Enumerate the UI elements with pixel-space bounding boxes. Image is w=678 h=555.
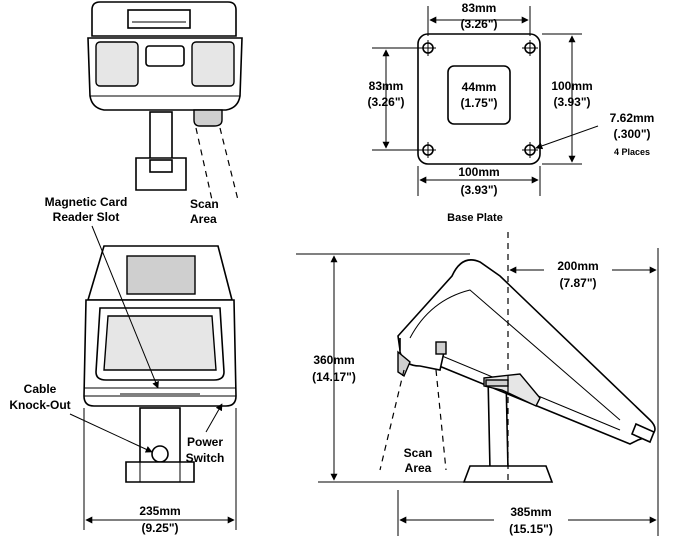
top-view-display [127, 9, 191, 29]
power-label-2: Switch [186, 451, 225, 465]
hole-size: 7.62mm [610, 111, 655, 125]
side-height-in: (14.17") [312, 370, 356, 384]
top-view: Scan Area [87, 1, 243, 226]
side-scan-label-2: Area [405, 461, 432, 475]
side-view-scanner [397, 350, 411, 378]
side-offset-in: (7.87") [559, 276, 596, 290]
hole-size-in: (.300") [613, 127, 650, 141]
mounting-hole [522, 40, 538, 56]
side-depth-in: (15.15") [509, 522, 553, 536]
base-plate-inner-square [447, 65, 511, 125]
base-plate-title: Base Plate [447, 212, 503, 224]
hole-count: 4 Places [614, 147, 650, 157]
plate-left-height: 83mm [369, 79, 404, 93]
mounting-hole [522, 142, 538, 158]
plate-right-height-in: (3.93") [553, 95, 590, 109]
top-view-foot [135, 157, 187, 191]
mounting-hole [420, 40, 436, 56]
plate-left-height-in: (3.26") [367, 95, 404, 109]
side-depth: 385mm [510, 505, 551, 519]
side-scan-label-1: Scan [404, 446, 433, 460]
side-height: 360mm [313, 353, 354, 367]
front-width-in: (9.25") [141, 521, 178, 535]
plate-inner-size-in: (1.75") [460, 96, 497, 110]
knockout-label-2: Knock-Out [9, 398, 70, 412]
card-reader-label-1: Magnetic Card [45, 195, 128, 209]
knockout-label-1: Cable [24, 382, 57, 396]
top-view-scanner [193, 109, 223, 127]
plate-inner-size: 44mm [462, 80, 497, 94]
side-view: Scan Area 360mm (14.17") 200mm (7.87") 3… [296, 232, 659, 539]
plate-top-width-in: (3.26") [460, 17, 497, 31]
base-plate: 83mm (3.26") 83mm (3.26") 44mm (1.75") 1… [367, 1, 654, 224]
top-scan-label-2: Area [190, 212, 217, 226]
front-width: 235mm [139, 504, 180, 518]
power-label-1: Power [187, 435, 223, 449]
top-scan-label-1: Scan [190, 197, 219, 211]
front-view-display [126, 255, 196, 295]
front-view: Magnetic Card Reader Slot Cable Knock-Ou… [9, 195, 237, 535]
side-offset: 200mm [557, 259, 598, 273]
plate-bottom-width: 100mm [458, 165, 499, 179]
plate-bottom-width-in: (3.93") [460, 183, 497, 197]
plate-top-width: 83mm [462, 1, 497, 15]
mounting-hole [420, 142, 436, 158]
front-view-foot [125, 461, 195, 483]
front-view-screen [103, 315, 217, 371]
cable-knockout [151, 445, 169, 463]
card-reader-label-2: Reader Slot [53, 210, 120, 224]
plate-right-height: 100mm [551, 79, 592, 93]
